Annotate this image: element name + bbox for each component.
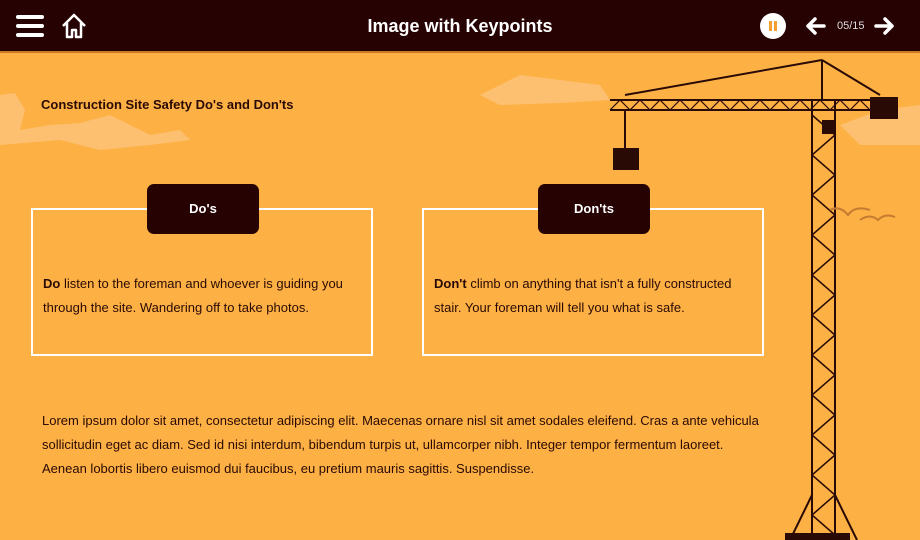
donts-text: Don't climb on anything that isn't a ful… (434, 272, 752, 320)
dos-label: Do's (147, 184, 259, 234)
birds-icon (829, 207, 896, 222)
dos-text: Do listen to the foreman and whoever is … (43, 272, 361, 320)
slide-counter: 05/15 (837, 20, 865, 32)
dos-card: Do's Do listen to the foreman and whoeve… (31, 184, 373, 356)
donts-bold: Don't (434, 276, 467, 291)
arrow-left-icon[interactable] (804, 16, 826, 36)
background-illustration (0, 59, 920, 540)
donts-label: Don'ts (538, 184, 650, 234)
top-bar: Image with Keypoints 05/15 (0, 0, 920, 53)
dos-bold: Do (43, 276, 61, 291)
menu-icon[interactable] (16, 15, 44, 39)
body-text: Lorem ipsum dolor sit amet, consectetur … (42, 413, 759, 476)
donts-body: climb on anything that isn't a fully con… (434, 276, 732, 315)
cloud (840, 105, 920, 145)
arrow-right-icon[interactable] (874, 16, 896, 36)
donts-card: Don'ts Don't climb on anything that isn'… (422, 184, 764, 356)
page-title: Image with Keypoints (367, 16, 553, 36)
pause-button[interactable] (760, 13, 786, 39)
home-icon[interactable] (60, 12, 88, 40)
cloud (0, 93, 190, 150)
cloud (480, 75, 610, 105)
section-heading: Construction Site Safety Do's and Don'ts (41, 97, 294, 112)
crane-icon (609, 59, 895, 540)
dos-body: listen to the foreman and whoever is gui… (43, 276, 343, 315)
